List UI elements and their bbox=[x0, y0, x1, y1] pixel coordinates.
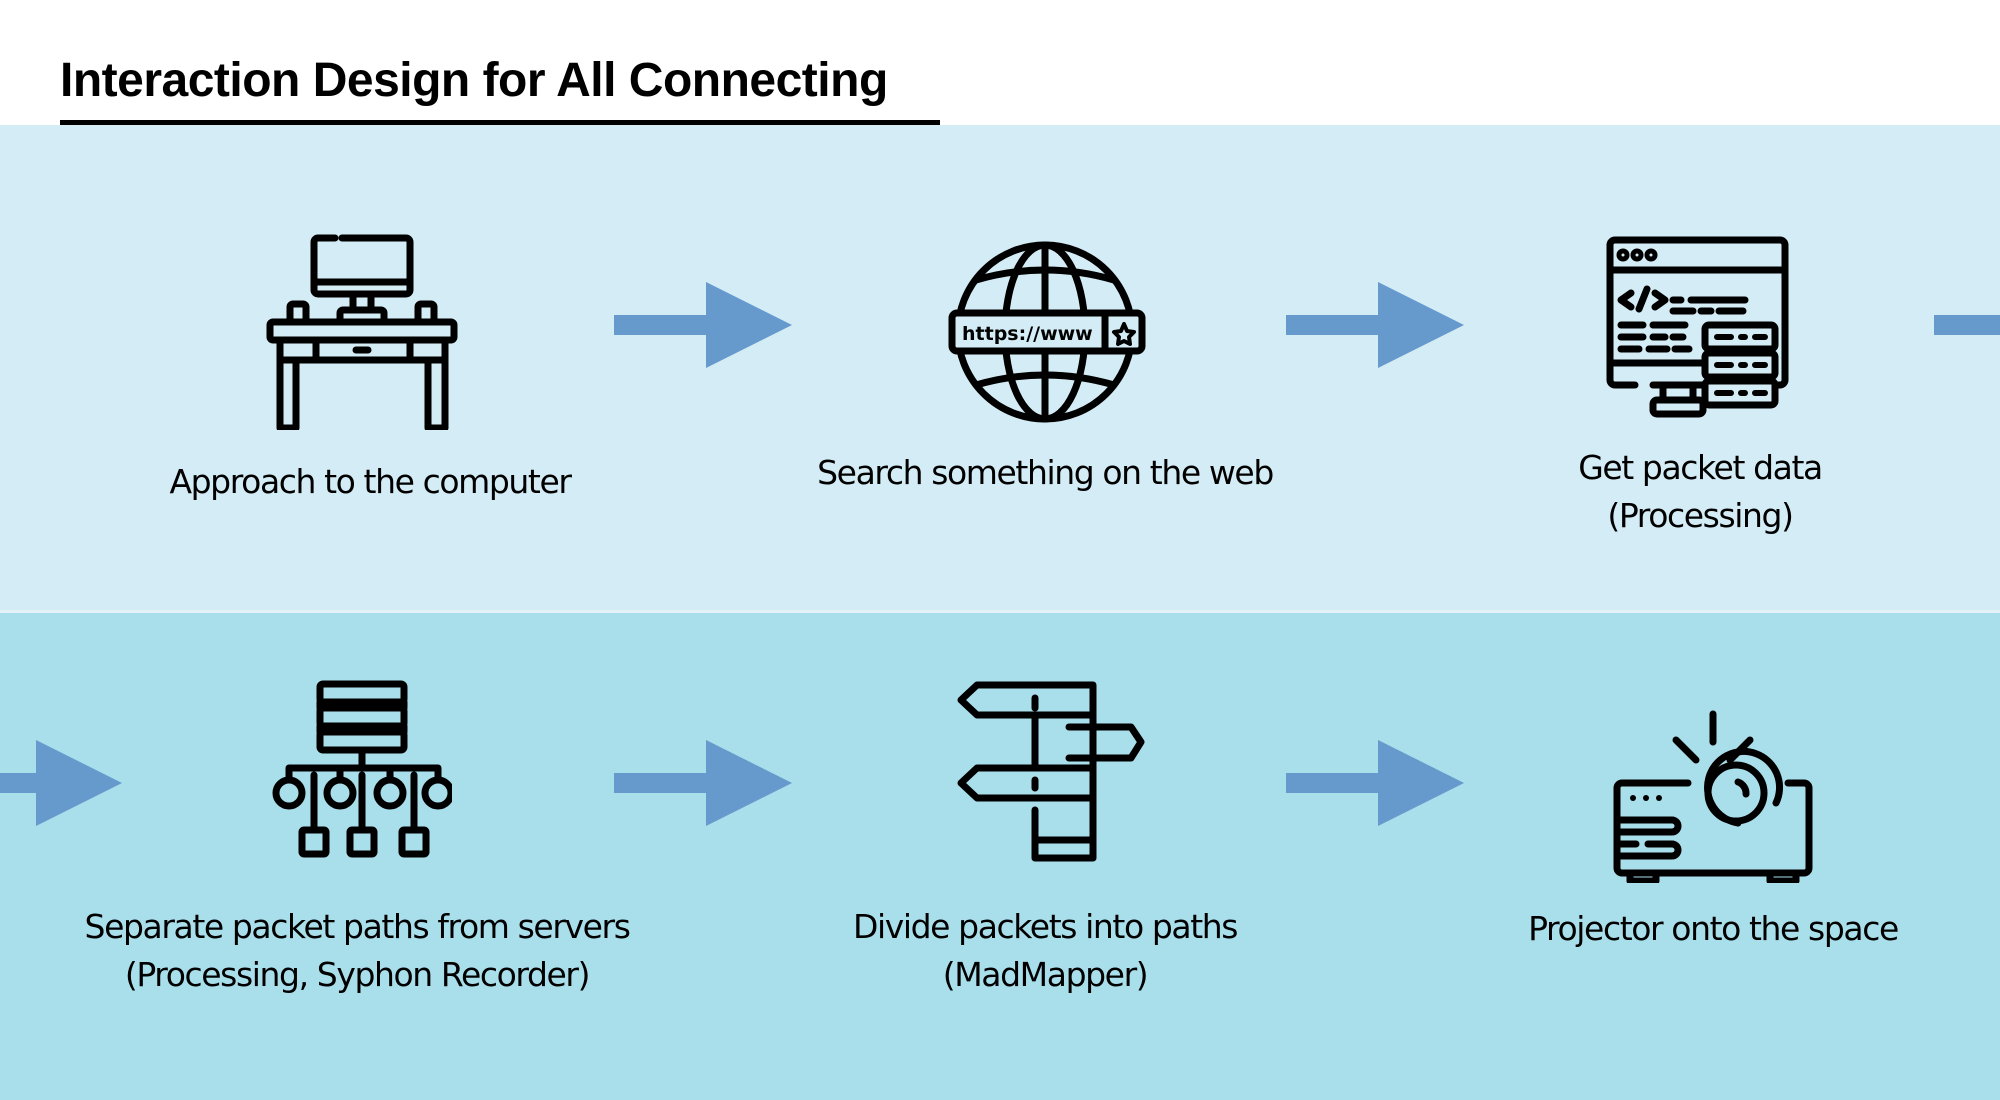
globe-www-icon: https://www bbox=[948, 241, 1146, 423]
step-label: Approach to the computer bbox=[169, 462, 571, 501]
step-separate-paths: Separate packet paths from servers (Proc… bbox=[57, 680, 657, 999]
title-underline bbox=[60, 120, 940, 125]
flow-arrow bbox=[612, 280, 792, 370]
step-label: Search something on the web bbox=[817, 453, 1274, 492]
flow-arrow bbox=[1284, 280, 1464, 370]
step-divide-packets: Divide packets into paths (MadMapper) bbox=[745, 680, 1345, 999]
flow-arrow-continue bbox=[0, 738, 122, 828]
step-get-packet-data: Get packet data (Processing) bbox=[1420, 235, 1980, 540]
code-server-monitor-icon bbox=[1606, 236, 1789, 418]
step-projector: Projector onto the space bbox=[1433, 708, 1993, 953]
flow-arrow bbox=[1284, 738, 1464, 828]
row-divider bbox=[0, 610, 2000, 613]
step-label: Get packet data bbox=[1578, 448, 1823, 487]
step-label: Separate packet paths from servers bbox=[84, 907, 631, 946]
step-approach-computer: Approach to the computer bbox=[70, 230, 670, 506]
step-sublabel: (MadMapper) bbox=[942, 955, 1149, 994]
flow-arrow-continue bbox=[1932, 280, 2000, 370]
step-sublabel: (Processing) bbox=[1607, 496, 1794, 535]
flow-arrow bbox=[612, 738, 792, 828]
step-search-web: https://www Search something on the web bbox=[745, 235, 1345, 497]
url-text: https://www bbox=[962, 323, 1093, 345]
computer-desk-icon bbox=[266, 234, 458, 430]
page-title: Interaction Design for All Connecting bbox=[60, 54, 888, 107]
step-label: Projector onto the space bbox=[1528, 909, 1899, 948]
server-network-icon bbox=[272, 680, 452, 858]
top-row-band bbox=[0, 125, 2000, 613]
step-sublabel: (Processing, Syphon Recorder) bbox=[124, 955, 591, 994]
signpost-icon bbox=[957, 681, 1145, 862]
step-label: Divide packets into paths bbox=[852, 907, 1239, 946]
projector-icon bbox=[1613, 710, 1813, 883]
